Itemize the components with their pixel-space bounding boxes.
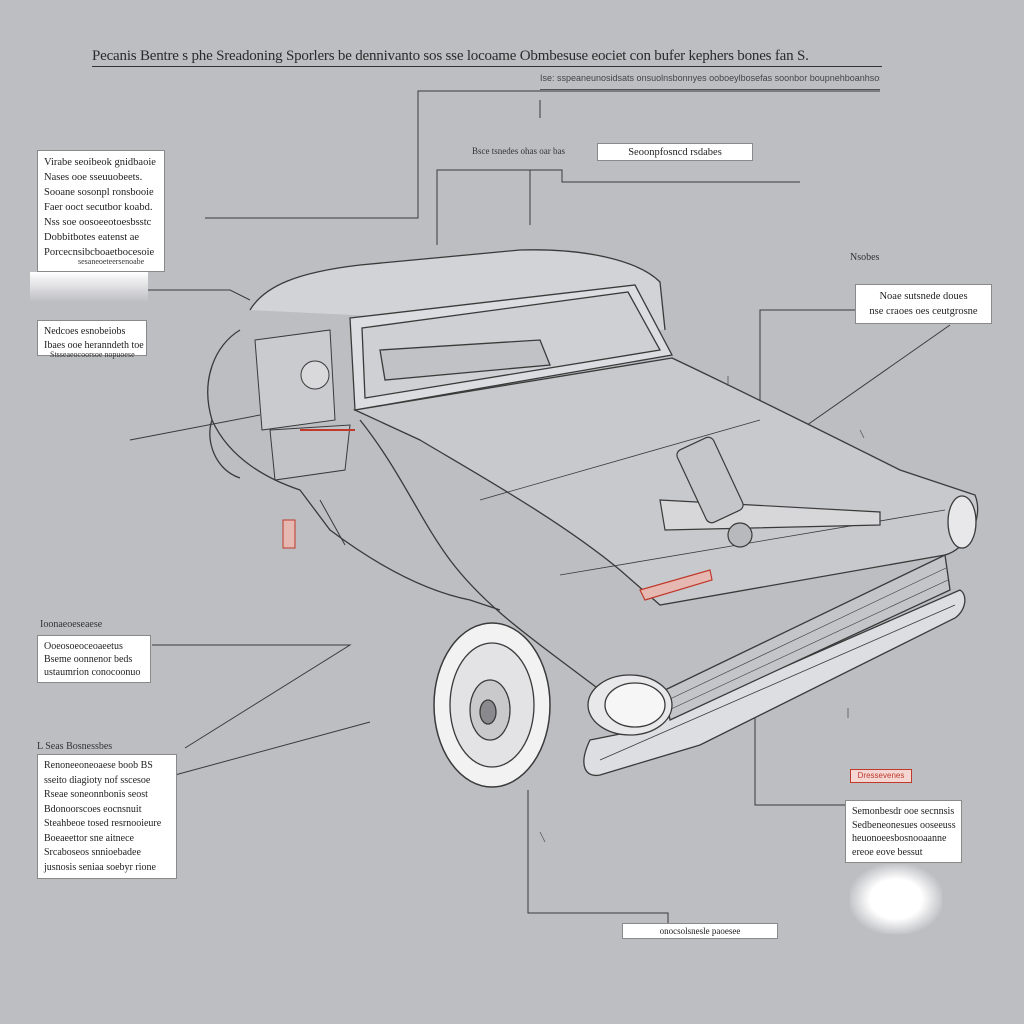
callout-line: Faer ooct secutbor koabd. — [44, 202, 153, 213]
callout-line: jusnosis seniaa soebyr rione — [44, 861, 156, 873]
engine-pulley — [300, 360, 330, 390]
callout-line: Noae sutsnede doues — [879, 291, 968, 302]
front-wheel-center — [479, 699, 497, 725]
leader-line-bottom-right — [754, 695, 845, 806]
side-body-upper — [207, 329, 501, 611]
callout-line: heuonoeesbosnooaanne — [852, 833, 947, 844]
leader-line-top-left — [205, 90, 880, 219]
callout-line: Steahbeoe tosed resrnooieure — [44, 818, 162, 829]
lower-link — [319, 499, 346, 546]
callout-top-center: Seoonpfosncd rsdabes — [597, 143, 753, 161]
tick-bottom — [539, 831, 546, 843]
tick-right — [859, 429, 865, 439]
callout-line: Seoonpfosncd rsdabes — [628, 147, 722, 158]
side-body-lower — [209, 419, 241, 479]
callout-header-left-lower: Ioonaeoeseaese — [40, 619, 103, 630]
leader-line-bottom-center — [527, 790, 669, 935]
leader-line-bottom-left — [174, 721, 371, 776]
callout-line: Nases ooe sseuuobeets. — [44, 172, 143, 183]
callout-line: Rseae soneonnbonis seost — [44, 789, 148, 800]
callout-left-lower: Ooeosoeoceoaeetus Bseme oonnenor beds us… — [37, 635, 151, 683]
grille-line-1 — [667, 567, 947, 701]
callout-line: onocsolsnesle paoesee — [659, 926, 741, 936]
callout-label-top-center: Bsce tsnedes ohas oar bas — [472, 146, 565, 156]
left-headlight-lens — [604, 682, 666, 728]
grille-line-2 — [668, 579, 949, 711]
callout-right: Noae sutsnede doues nse craoes oes ceutg… — [855, 284, 992, 324]
steering-linkage — [639, 436, 881, 601]
diagram-title: Pecanis Bentre s phe Sreadoning Sporlers… — [92, 48, 809, 64]
callout-line: Virabe seoibeok gnidbaoie — [44, 157, 156, 168]
leader-lines — [129, 90, 951, 935]
callout-line: Ooeosoeoceoaeetus — [44, 641, 123, 652]
callout-mid-left: Nedcoes esnobeiobs Ibaes ooe heranndeth … — [37, 320, 147, 356]
callout-line: Renoneeoneoaese boob BS — [44, 760, 153, 771]
right-headlight — [947, 495, 977, 549]
engine-block — [254, 329, 336, 431]
callout-bottom-left: Renoneeoneoaese boob BS sseito diagioty … — [37, 754, 177, 879]
callout-line: Boeaeettor sne aitnece — [44, 832, 134, 844]
callout-line: Sooane sosonpl ronsbooie — [44, 187, 154, 198]
callout-line: nse craoes oes ceutgrosne — [869, 306, 978, 317]
dashboard — [379, 339, 551, 381]
callout-header-right: Nsobes — [850, 252, 880, 263]
callout-line: ereoe eove bessut — [852, 846, 923, 858]
callout-tag-top-left: sesaneoeteersenoabe — [78, 257, 145, 266]
callout-line: Bseme oonnenor beds — [44, 654, 133, 665]
diagram-subtitle: Ise: sspeaneunosidsats onsuolnsbonnyes o… — [540, 73, 880, 83]
callout-line: ustaumrion conocoonuo — [44, 667, 141, 678]
callout-line: Nedcoes esnobeiobs — [44, 326, 126, 337]
callout-fade — [30, 272, 148, 302]
callout-top-left: Virabe seoibeok gnidbaoie Nases ooe sseu… — [37, 150, 165, 272]
leader-line-right — [759, 309, 855, 420]
subtitle-underline — [540, 89, 880, 90]
car-body — [207, 249, 979, 788]
annotation-ticks — [539, 376, 865, 843]
leader-line-top-left-tag — [148, 289, 251, 301]
hood-panel — [352, 357, 979, 606]
shock-absorber — [676, 436, 744, 524]
leader-line-mid-left — [129, 414, 261, 441]
front-bumper — [583, 589, 966, 777]
callout-line: Ibaes ooe heranndeth toe — [44, 340, 144, 351]
title-underline — [92, 66, 882, 67]
pivot-joint — [727, 522, 753, 548]
red-component-front — [639, 569, 713, 601]
leader-line-left-lower — [152, 644, 352, 749]
leader-line-top-center — [436, 169, 800, 245]
callout-line: sseito diagioty nof sscesoe — [44, 774, 151, 786]
callout-line: Semonbesdr ooe secnnsis — [852, 806, 955, 817]
suspension-arm — [269, 424, 351, 481]
callout-line: Porcecnsibcboaetbocesoie — [44, 247, 155, 258]
bumper-rail — [599, 604, 956, 761]
callout-tag-bottom-right: Dressevenes — [850, 769, 912, 783]
hood-crease — [479, 419, 761, 501]
callout-line: Sedbeneonesues ooseeuss — [852, 819, 956, 831]
callout-fade — [850, 864, 942, 934]
callout-line: Dobbitbotes eatenst ae — [44, 232, 140, 243]
callout-bottom-center: onocsolsnesle paoesee — [622, 923, 778, 939]
hood-crease-2 — [559, 509, 946, 576]
callout-tag-mid-left: Stsseaeocoorsoe nopuoese — [50, 350, 135, 359]
callout-header-bottom-left: L Seas Bosnessbes — [37, 741, 113, 752]
cutaway-left-engine — [254, 329, 355, 549]
red-component-left — [282, 519, 296, 549]
callout-line: Bdonoorscoes eocnsnuit — [44, 803, 142, 815]
callout-line: Nss soe oosoeeotoesbsstc — [44, 217, 152, 228]
callout-line: Srcaboseos snnioebadee — [44, 847, 141, 858]
leader-line-right-diagonal — [799, 324, 951, 431]
callout-bottom-right: Semonbesdr ooe secnnsis Sedbeneonesues o… — [845, 800, 962, 863]
